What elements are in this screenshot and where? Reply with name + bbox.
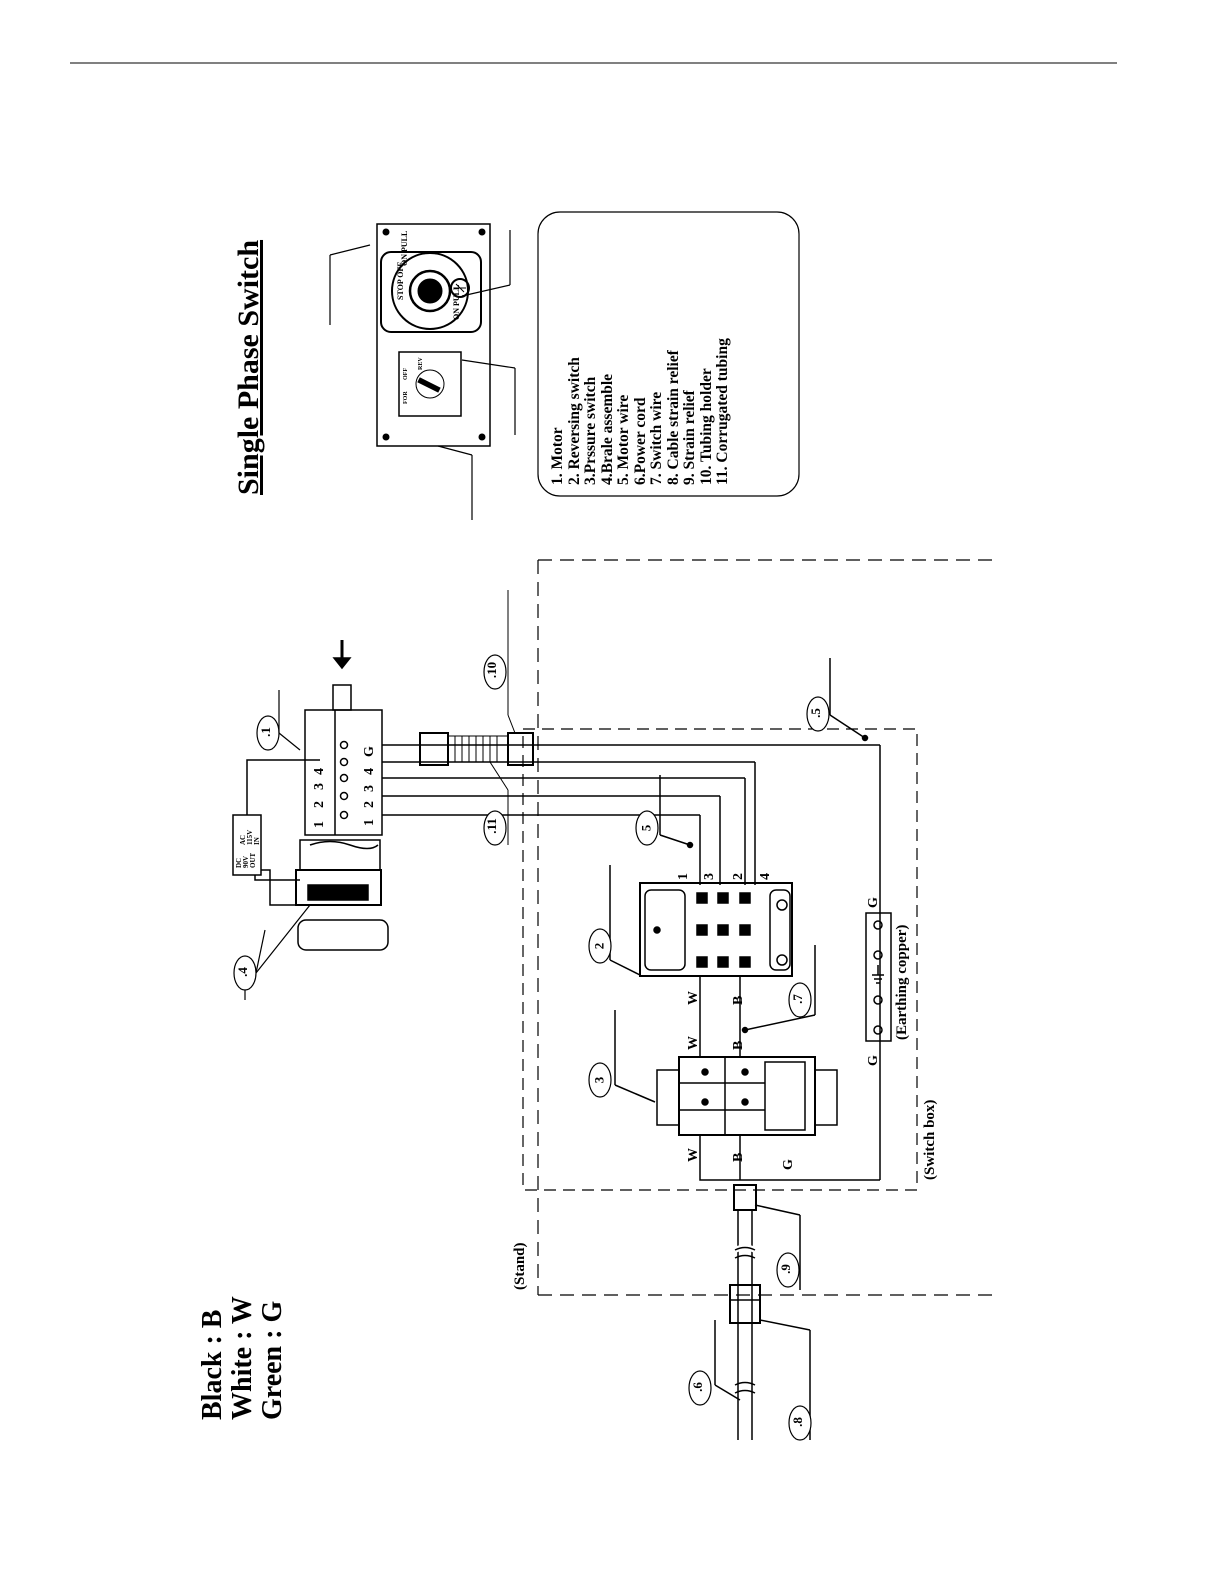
parts-list-item: 5. Motor wire xyxy=(615,394,632,485)
panel-label-on-pull-a: ON PULL xyxy=(452,284,461,320)
motor-wires xyxy=(382,658,881,1180)
callout-6: .6 xyxy=(689,1382,705,1392)
wire-label-g: G xyxy=(866,897,881,908)
wire-label-b: B xyxy=(731,1040,746,1050)
wire-label-w: W xyxy=(686,1036,701,1050)
switch-box-label: (Switch box) xyxy=(922,1099,938,1180)
brake-label-in: IN xyxy=(253,837,261,845)
switch-wires xyxy=(699,945,880,1181)
legend-green: Green : G xyxy=(257,1300,288,1420)
switch-terminal-2: 2 xyxy=(731,873,746,880)
parts-list-item: 11. Corrugated tubing xyxy=(714,338,731,485)
motor-terminal-2: 2 xyxy=(312,801,327,808)
stand-label: (Stand) xyxy=(512,1242,528,1290)
switch-panel xyxy=(329,223,516,520)
switch-terminal-4: 4 xyxy=(758,873,773,880)
callout-11: .11 xyxy=(483,818,499,834)
motor-terminal-4: 4 xyxy=(362,768,377,775)
power-cord xyxy=(714,1184,811,1440)
corrugated-tubing xyxy=(419,590,534,845)
wire-label-w: W xyxy=(686,1148,701,1162)
pressure-switch xyxy=(614,1010,838,1136)
color-legend: Black : B White : W Green : G xyxy=(197,1296,288,1420)
legend-black: Black : B xyxy=(197,1309,228,1420)
motor-terminal-1: 1 xyxy=(362,819,377,826)
motor-terminal-2: 2 xyxy=(362,801,377,808)
brake-label-out: OUT xyxy=(249,852,257,868)
motor-assembly xyxy=(232,640,389,951)
earthing-copper xyxy=(865,912,892,1042)
motor-terminal-3: 3 xyxy=(312,783,327,790)
parts-list-box xyxy=(537,211,800,497)
wire-label-g: G xyxy=(781,1159,796,1170)
brake-rectifier-label: DC 90V OUT xyxy=(235,852,257,868)
brake-rectifier-label-in: AC 115V IN xyxy=(239,830,261,845)
parts-list-item: 10. Tubing holder xyxy=(697,368,715,485)
wire-label-b: B xyxy=(731,1152,746,1162)
motor-terminal-4: 4 xyxy=(312,768,327,775)
page-title: Single Phase Switch xyxy=(232,239,265,495)
callout-10: .10 xyxy=(484,661,500,679)
parts-list-item: 7. Switch wire xyxy=(648,391,665,485)
earthing-copper-label: (Earthing copper) xyxy=(894,924,910,1040)
legend-white: White : W xyxy=(227,1296,258,1420)
callout-5: 5 xyxy=(638,824,654,832)
callout-3: 3 xyxy=(591,1076,607,1084)
parts-list: 1. Motor 2. Reversing switch 3.Prssure s… xyxy=(549,205,732,485)
panel-label-stop: STOP OFF xyxy=(396,261,405,300)
callout-8: .8 xyxy=(789,1417,805,1427)
motor-terminal-g: G xyxy=(362,746,377,757)
wire-label-b: B xyxy=(731,995,746,1005)
rotary-label-off: OFF xyxy=(403,368,409,380)
stand-boundary xyxy=(537,559,993,1296)
rotary-label-rev: REV xyxy=(418,357,424,370)
wire-label-g: G xyxy=(866,1055,881,1066)
motor-terminal-1: 1 xyxy=(312,821,327,828)
switch-terminal-1: 1 xyxy=(676,873,691,880)
parts-list-item: 8. Cable strain relief xyxy=(664,350,682,485)
motor-terminal-3: 3 xyxy=(362,785,377,792)
switch-box-boundary xyxy=(522,728,918,1191)
callout-4: .4 xyxy=(234,967,250,977)
switch-terminal-3: 3 xyxy=(702,873,717,880)
callout-circles xyxy=(233,654,830,1441)
callout-7: .7 xyxy=(789,994,805,1004)
reversing-switch xyxy=(609,865,793,977)
parts-list-item: 1. Motor xyxy=(549,427,566,485)
parts-list-item: 9. Strain relief xyxy=(681,390,698,485)
parts-list-item: 3.Prssure switch xyxy=(582,376,599,485)
panel-label-on-pull-b: ON PULL xyxy=(400,230,409,266)
rotary-label-for: FOR xyxy=(403,391,409,404)
callout-9: .9 xyxy=(777,1264,793,1274)
callout-5-top: .5 xyxy=(807,708,823,718)
parts-list-item: 4.Brale assemble xyxy=(598,373,616,485)
parts-list-item: 2. Reversing switch xyxy=(565,357,583,485)
parts-list-item: 6.Power cord xyxy=(631,397,649,485)
wire-label-w: W xyxy=(686,991,701,1005)
callout-2: 2 xyxy=(591,942,607,950)
callout-1: .1 xyxy=(257,727,273,737)
